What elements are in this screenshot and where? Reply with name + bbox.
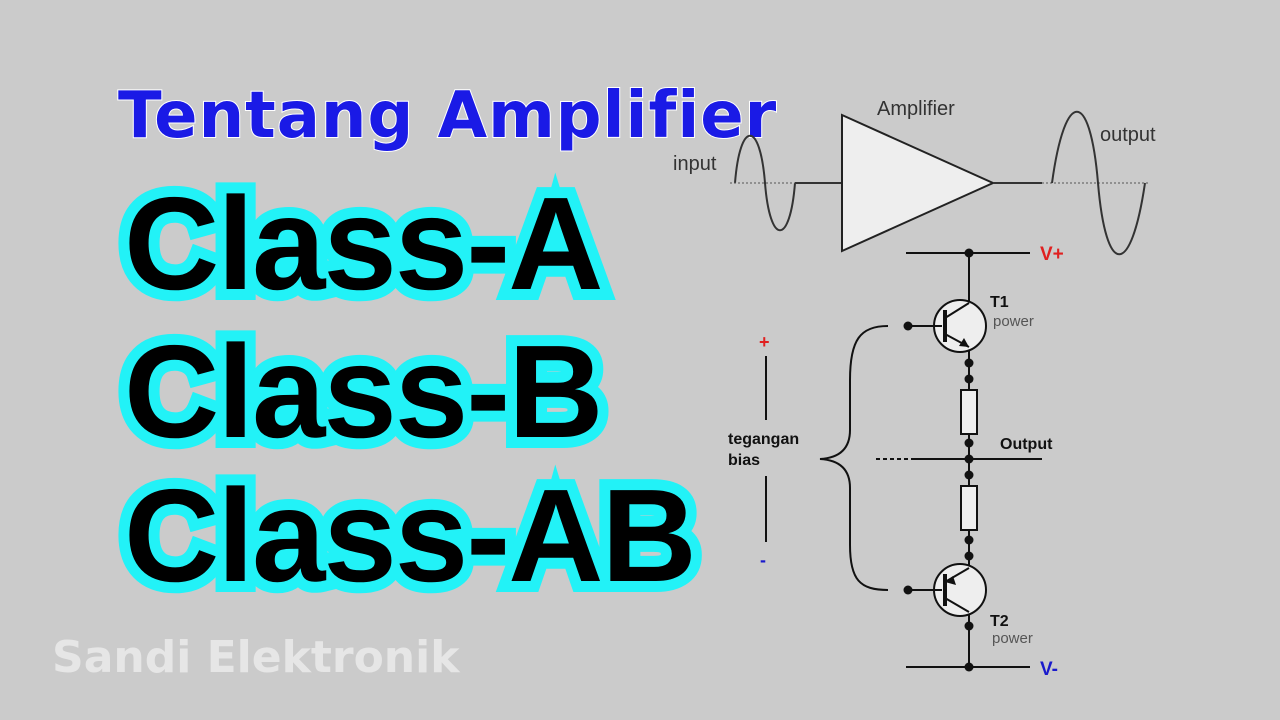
junction-dots	[903, 248, 974, 672]
watermark: Sandi Elektronik	[52, 632, 460, 683]
resistor-top	[960, 389, 978, 435]
junction-dot	[964, 374, 974, 384]
bias-label-line1: tegangan	[728, 431, 799, 448]
bias-brace	[819, 325, 889, 591]
t1-label: T1	[990, 294, 1009, 311]
junction-dot	[964, 454, 974, 464]
t2-label: T2	[990, 613, 1009, 630]
transistor-t2	[908, 563, 987, 617]
junction-dot	[964, 551, 974, 561]
junction-dot	[964, 438, 974, 448]
junction-dot	[903, 585, 913, 595]
class-ab-title: Class-AB	[113, 459, 708, 613]
output-sine-wave	[1051, 111, 1146, 255]
push-pull-circuit	[765, 252, 1042, 668]
bias-minus-label: -	[760, 550, 766, 570]
bias-plus-label: +	[759, 332, 770, 352]
t2-role-label: power	[992, 630, 1033, 647]
bias-label-line2: bias	[728, 452, 760, 469]
junction-dot	[964, 470, 974, 480]
input-sine-wave	[734, 135, 796, 231]
amplifier-block: Amplifier input output	[673, 98, 1156, 255]
junction-dot	[903, 321, 913, 331]
resistor-bottom	[960, 485, 978, 531]
junction-dot	[964, 358, 974, 368]
junction-dot	[964, 535, 974, 545]
t1-role-label: power	[993, 313, 1034, 330]
junction-dot	[964, 621, 974, 631]
page-subtitle: Tentang Amplifier	[117, 79, 778, 153]
vplus-label: V+	[1040, 244, 1064, 265]
vminus-label: V-	[1040, 659, 1058, 680]
junction-dot	[964, 662, 974, 672]
output-label: output	[1100, 124, 1156, 146]
amplifier-title: Amplifier	[877, 98, 955, 120]
amplifier-triangle	[841, 113, 996, 253]
class-a-title: Class-A	[113, 167, 615, 321]
class-b-title: Class-B	[113, 315, 615, 469]
output-node-label: Output	[1000, 436, 1053, 453]
transistor-t1	[908, 299, 987, 353]
junction-dot	[964, 248, 974, 258]
input-label: input	[673, 153, 717, 175]
